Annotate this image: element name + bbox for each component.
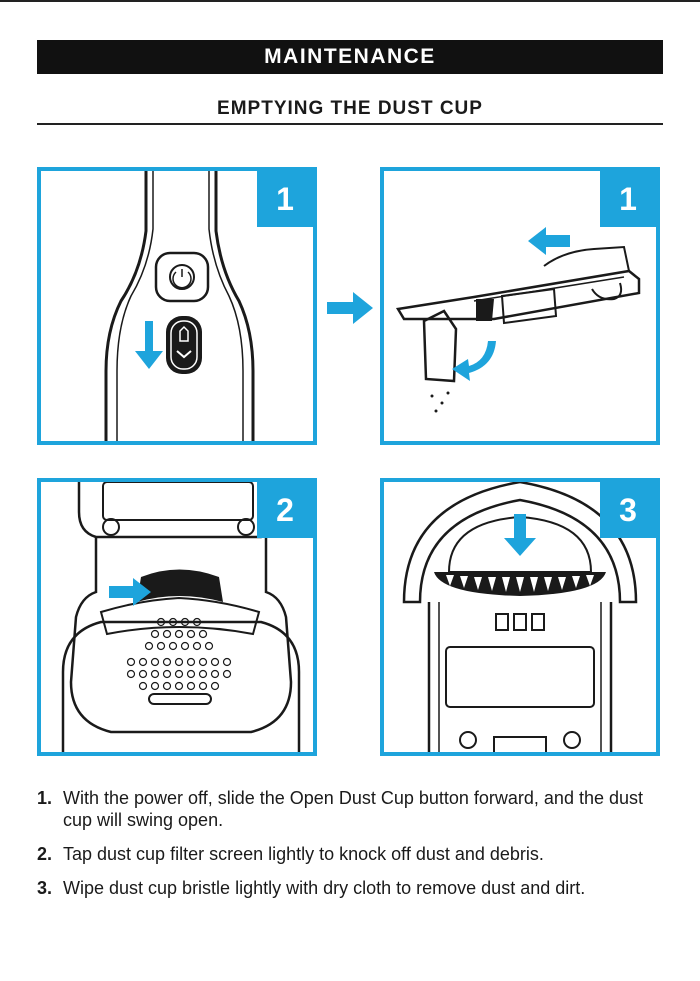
swing-arrow-icon [452,341,496,381]
illustration-panel-bristle: 3 [380,478,660,756]
step-text: Wipe dust cup bristle lightly with dry c… [63,878,586,898]
down-arrow-icon [504,514,536,556]
step-text: Tap dust cup filter screen lightly to kn… [63,844,544,864]
tap-arrow-icon [109,578,151,606]
filter-screen-illustration [61,482,301,752]
handle-illustration [104,171,255,441]
swing-open-illustration [395,227,641,413]
section-title: MAINTENANCE [264,45,436,68]
power-icon [172,269,192,289]
instruction-step: 1. With the power off, slide the Open Du… [37,787,663,831]
direction-arrow-icon [528,227,570,255]
instruction-list: 1. With the power off, slide the Open Du… [37,787,663,911]
slide-down-arrow-icon [135,321,163,369]
step-number: 1. [37,788,53,808]
illustration-panel-swing-open: 1 [380,167,660,445]
step-badge: 1 [600,171,656,227]
step-badge: 3 [600,482,656,538]
step-number: 3. [37,878,53,898]
subtitle-rule [37,123,663,125]
bristle-illustration [402,482,638,752]
step-badge: 1 [257,171,313,227]
page-subtitle: EMPTYING THE DUST CUP [217,98,483,119]
instruction-step: 3. Wipe dust cup bristle lightly with dr… [37,877,663,899]
instruction-step: 2. Tap dust cup filter screen lightly to… [37,843,663,865]
step-badge: 2 [257,482,313,538]
top-rule [0,0,700,2]
illustration-panel-filter-screen: 2 [37,478,317,756]
illustration-panel-handle: 1 [37,167,317,445]
section-banner: MAINTENANCE [37,40,663,74]
next-arrow-icon [327,292,373,324]
step-number: 2. [37,844,53,864]
step-text: With the power off, slide the Open Dust … [63,788,643,830]
